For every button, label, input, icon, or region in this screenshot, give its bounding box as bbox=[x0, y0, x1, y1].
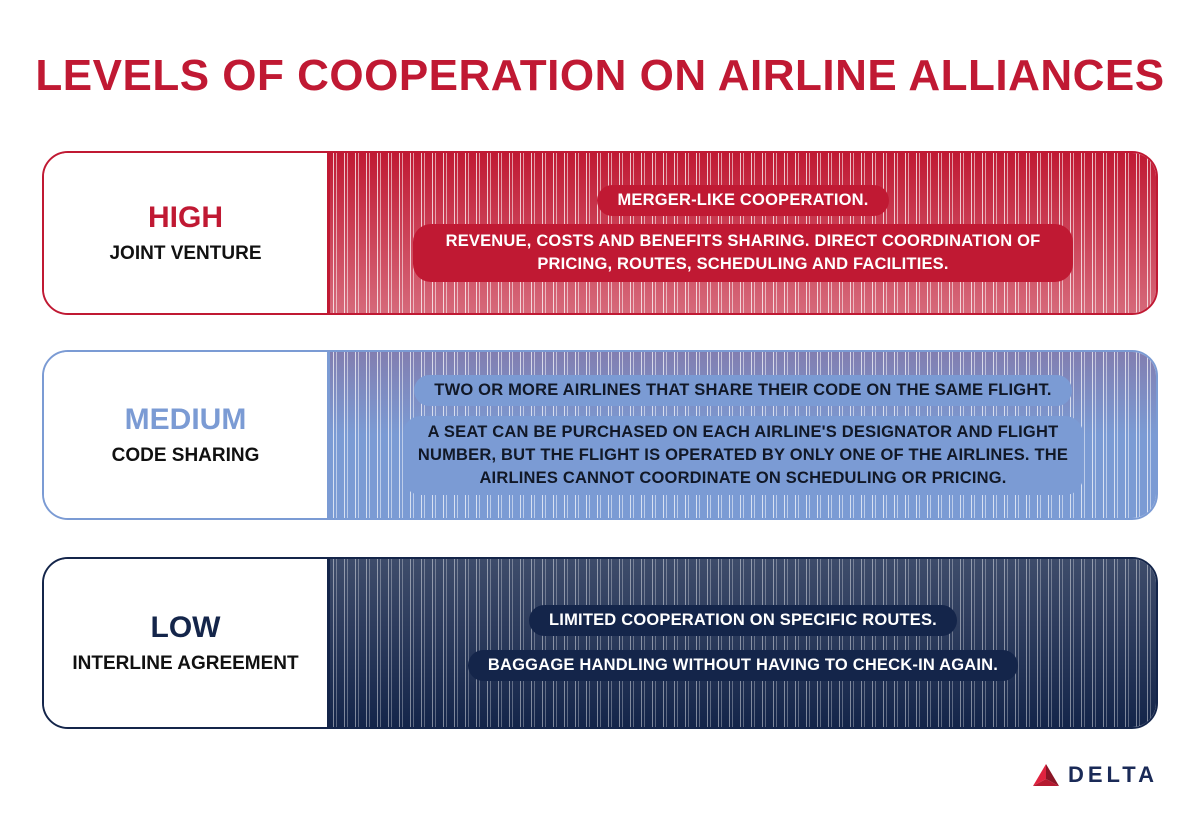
level-name: LOW bbox=[150, 611, 221, 644]
level-medium-panel: MEDIUM CODE SHARING TWO OR MORE AIRLINES… bbox=[42, 350, 1158, 520]
level-name: HIGH bbox=[148, 201, 223, 234]
level-label-box: LOW INTERLINE AGREEMENT bbox=[44, 559, 330, 727]
level-low-panel: LOW INTERLINE AGREEMENT LIMITED COOPERAT… bbox=[42, 557, 1158, 729]
delta-logo-text: DELTA bbox=[1067, 762, 1158, 787]
level-label-box: MEDIUM CODE SHARING bbox=[44, 352, 330, 518]
description-pill: A SEAT CAN BE PURCHASED ON EACH AIRLINE'… bbox=[403, 416, 1083, 495]
level-type: JOINT VENTURE bbox=[109, 243, 262, 264]
level-description-area: MERGER-LIKE COOPERATION. REVENUE, COSTS … bbox=[330, 153, 1156, 313]
level-type: INTERLINE AGREEMENT bbox=[72, 653, 299, 674]
delta-widget-icon bbox=[1032, 764, 1059, 786]
description-pill: LIMITED COOPERATION ON SPECIFIC ROUTES. bbox=[529, 605, 957, 636]
level-description-area: LIMITED COOPERATION ON SPECIFIC ROUTES. … bbox=[330, 559, 1156, 727]
description-pill: REVENUE, COSTS AND BENEFITS SHARING. DIR… bbox=[413, 223, 1073, 282]
page-title: LEVELS OF COOPERATION ON AIRLINE ALLIANC… bbox=[35, 51, 1165, 100]
delta-logo: DELTA bbox=[1032, 762, 1158, 788]
description-pill: MERGER-LIKE COOPERATION. bbox=[597, 184, 889, 216]
level-high-panel: HIGH JOINT VENTURE MERGER-LIKE COOPERATI… bbox=[42, 151, 1158, 315]
level-description-area: TWO OR MORE AIRLINES THAT SHARE THEIR CO… bbox=[330, 352, 1156, 518]
level-type: CODE SHARING bbox=[111, 445, 260, 466]
description-pill: TWO OR MORE AIRLINES THAT SHARE THEIR CO… bbox=[414, 375, 1072, 406]
description-pill: BAGGAGE HANDLING WITHOUT HAVING TO CHECK… bbox=[467, 650, 1019, 681]
level-name: MEDIUM bbox=[124, 403, 247, 436]
level-label-box: HIGH JOINT VENTURE bbox=[44, 153, 330, 313]
